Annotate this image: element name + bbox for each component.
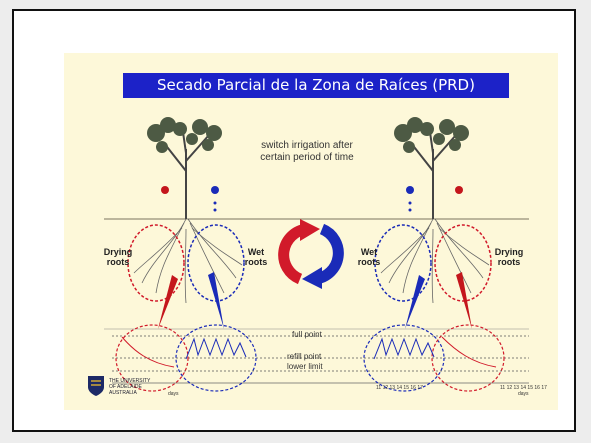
left-roots (133, 218, 243, 304)
right-drying-label: Drying roots (494, 247, 524, 267)
left-blue-dot (211, 186, 219, 194)
graph-right-drying (431, 324, 505, 392)
right-drying-zone (434, 224, 492, 302)
left-drying-zone (127, 224, 185, 302)
lower-limit-label: lower limit (287, 362, 323, 371)
crest-icon (88, 376, 104, 396)
right-blue-dot (406, 186, 414, 194)
right-red-arrow (456, 272, 472, 329)
left-wet-label: Wet roots (244, 247, 268, 267)
right-blue-arrow (405, 275, 425, 329)
right-wet-label: Wet roots (357, 247, 381, 267)
left-blue-arrow (208, 272, 224, 329)
soil-water-graphs: 11 12 13 14 15 16 17 11 12 13 14 15 16 1… (104, 324, 547, 392)
axis-label-right: days (518, 391, 529, 397)
svg-text:11 12 13 14 15 16 17: 11 12 13 14 15 16 17 (376, 385, 423, 391)
left-red-arrow (158, 275, 178, 329)
right-wet-zone (374, 224, 432, 302)
full-point-label: full point (292, 330, 322, 339)
svg-text:11 12 13 14 15 16 17: 11 12 13 14 15 16 17 (500, 385, 547, 391)
university-logo: THE UNIVERSITY OF ADELAIDE AUSTRALIA (87, 375, 157, 399)
right-roots (380, 218, 490, 304)
graph-left-wet (175, 324, 257, 392)
slide-frame: 11 12 13 14 15 16 17 11 12 13 14 15 16 1… (12, 9, 576, 432)
right-tree (394, 117, 469, 219)
slide-title: Secado Parcial de la Zona de Raíces (PRD… (123, 73, 509, 98)
prd-diagram: 11 12 13 14 15 16 17 11 12 13 14 15 16 1… (104, 117, 547, 392)
left-red-dot (161, 186, 169, 194)
left-drying-label: Drying roots (103, 247, 133, 267)
refill-point-label: refill point (287, 352, 322, 361)
graph-right-wet (363, 324, 445, 392)
switch-cycle-icon (278, 219, 344, 289)
left-tree (147, 117, 222, 219)
slide-content: 11 12 13 14 15 16 17 11 12 13 14 15 16 1… (64, 53, 558, 410)
logo-text: THE UNIVERSITY OF ADELAIDE AUSTRALIA (109, 378, 151, 396)
right-red-dot (455, 186, 463, 194)
graph-left-drying (115, 324, 189, 392)
switch-caption: switch irrigation after certain period o… (260, 140, 354, 163)
axis-label-left: days (168, 391, 179, 397)
